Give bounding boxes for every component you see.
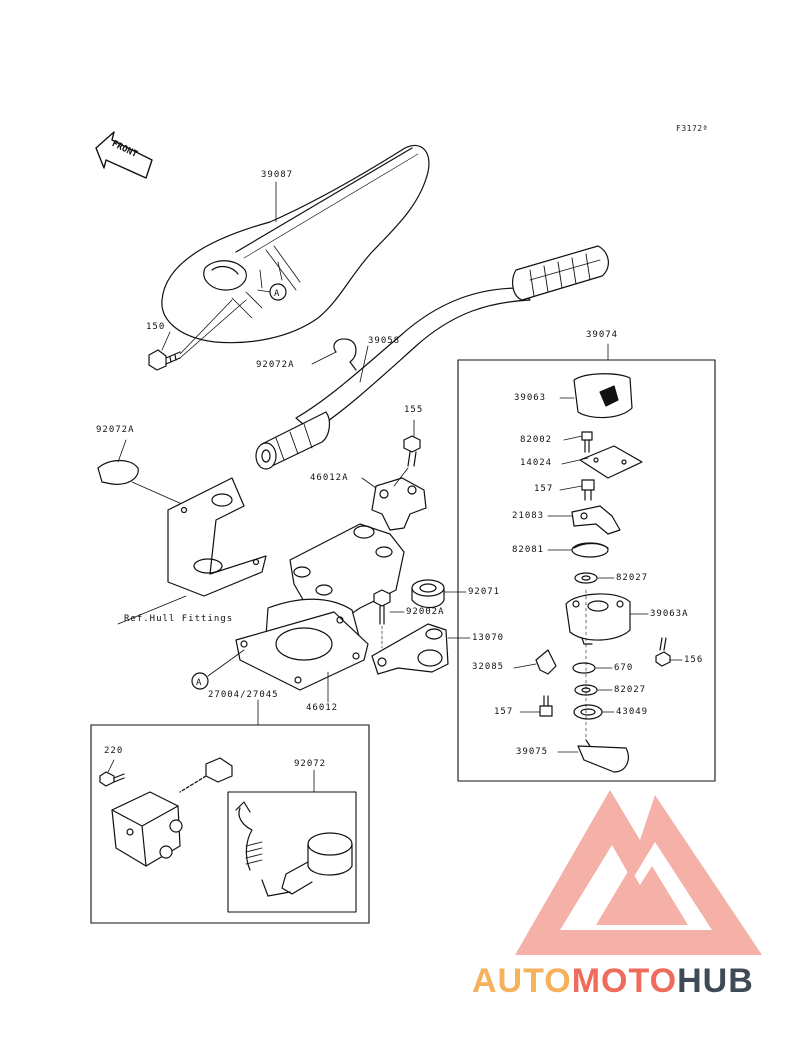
- label-39063a: 39063A: [650, 609, 689, 619]
- ref-hull-fittings-note: Ref.Hull Fittings: [124, 614, 234, 624]
- label-43049: 43049: [616, 707, 649, 717]
- label-157-lower: 157: [494, 707, 514, 717]
- label-46012a: 46012A: [310, 473, 349, 483]
- label-82027-lower: 82027: [614, 685, 647, 695]
- label-156: 156: [684, 655, 704, 665]
- switch-housing-39063a: [565, 593, 631, 645]
- label-82027-upper: 82027: [616, 573, 649, 583]
- switch-21083: [571, 505, 621, 535]
- watermark-hub: HUB: [677, 962, 754, 1000]
- bolt-150: [148, 349, 181, 371]
- wire-spring: [235, 801, 263, 871]
- figure-code: F3172ª: [676, 124, 708, 133]
- screw-157-lower: [539, 695, 553, 717]
- throttle-lever-39075: [577, 739, 629, 773]
- grommet-92071: [411, 579, 445, 609]
- washer-82027-upper: [574, 572, 598, 584]
- label-82081: 82081: [512, 545, 545, 555]
- label-92002a: 92002A: [406, 607, 445, 617]
- label-670: 670: [614, 663, 634, 673]
- label-82002: 82002: [520, 435, 553, 445]
- plate-13070: [371, 623, 449, 675]
- plate-14024: [579, 445, 643, 479]
- band-clamp-92072a-top: [333, 338, 357, 371]
- label-27004-27045: 27004/27045: [208, 690, 279, 700]
- reference-marker-a-left: [191, 649, 245, 690]
- label-39063: 39063: [514, 393, 547, 403]
- handlebar: [255, 245, 609, 470]
- mounting-bracket: [167, 477, 267, 597]
- label-92072a-top: 92072A: [256, 360, 295, 370]
- switch-cover-39063: [573, 373, 633, 419]
- label-46012: 46012: [306, 703, 339, 713]
- o-ring-670: [572, 662, 596, 674]
- screw-82002: [581, 431, 593, 453]
- band-clamp-92072: [261, 832, 353, 897]
- label-39058: 39058: [368, 336, 401, 346]
- reference-marker-label-top: A: [274, 289, 280, 299]
- screw-220: [99, 771, 125, 787]
- label-157-upper: 157: [534, 484, 554, 494]
- spring-82081: [571, 542, 609, 558]
- bolt-92002a: [373, 589, 391, 625]
- lever-32085: [535, 649, 557, 675]
- watermark-auto: AUTO: [472, 962, 572, 1000]
- label-32085: 32085: [472, 662, 505, 672]
- label-92072a-left: 92072A: [96, 425, 135, 435]
- bolt-156: [655, 637, 671, 667]
- label-14024: 14024: [520, 458, 553, 468]
- watermark-logo: [515, 790, 762, 955]
- label-13070: 13070: [472, 633, 505, 643]
- label-220: 220: [104, 746, 124, 756]
- watermark-moto: MOTO: [571, 962, 678, 1000]
- connector: [179, 757, 233, 793]
- screw-157-upper: [581, 479, 595, 501]
- inner-inset-box: [227, 791, 357, 913]
- handle-holder-upper: [371, 477, 427, 531]
- label-92072: 92072: [294, 759, 327, 769]
- switch-assembly-box: [457, 359, 716, 782]
- handle-pole-cover: [161, 144, 430, 344]
- reference-marker-a-top: [257, 283, 287, 301]
- label-39074: 39074: [586, 330, 619, 340]
- label-155: 155: [404, 405, 424, 415]
- band-clamp-92072a-left: [97, 459, 139, 485]
- front-arrow-icon: [95, 131, 153, 179]
- reference-marker-label-left: A: [196, 678, 202, 688]
- label-39075: 39075: [516, 747, 549, 757]
- lower-inset-box: [90, 724, 370, 924]
- watermark-wordmark: AUTOMOTOHUB: [472, 962, 754, 1001]
- seal-43049: [573, 704, 603, 720]
- bolt-155: [403, 435, 421, 467]
- label-39087: 39087: [261, 170, 294, 180]
- label-21083: 21083: [512, 511, 545, 521]
- switch-block: [111, 791, 183, 867]
- leader-lines: [107, 181, 683, 793]
- label-92071: 92071: [468, 587, 501, 597]
- label-150: 150: [146, 322, 166, 332]
